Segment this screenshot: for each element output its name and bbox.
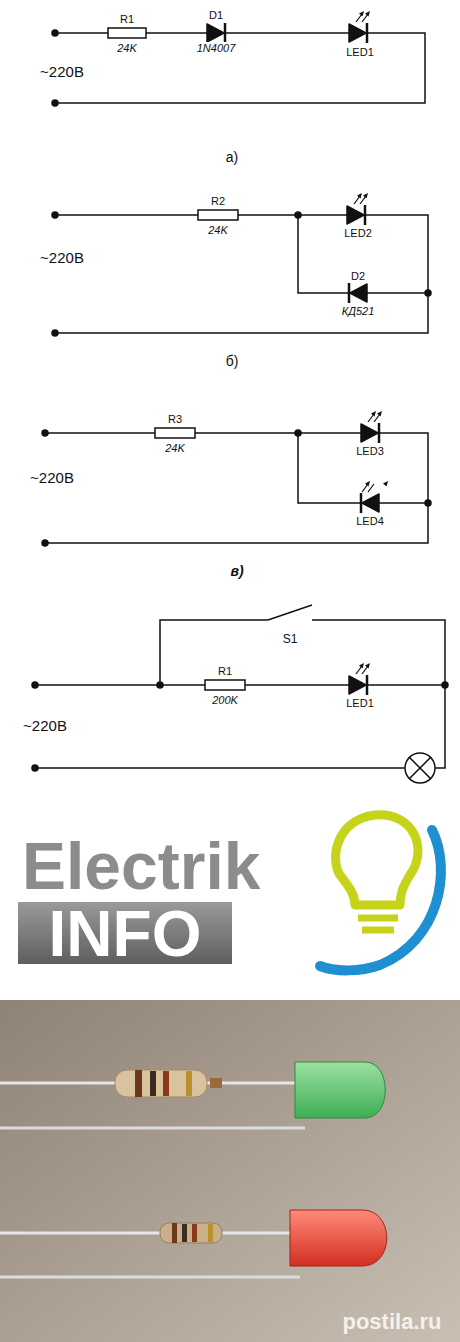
figure-letter: а) bbox=[225, 150, 239, 165]
part-ref: R3 bbox=[167, 413, 183, 425]
part-ref: LED4 bbox=[355, 515, 385, 527]
part-value: КД521 bbox=[341, 305, 376, 317]
part-value: 24K bbox=[116, 42, 138, 54]
part-ref: LED1 bbox=[345, 697, 375, 709]
part-ref: D1 bbox=[208, 9, 224, 21]
voltage-label: ~220В bbox=[29, 470, 75, 487]
part-ref: R2 bbox=[210, 195, 226, 207]
part-ref: R1 bbox=[119, 13, 135, 25]
circuit-d bbox=[32, 605, 448, 783]
led-symbol bbox=[347, 193, 368, 225]
logo-text: INFO bbox=[49, 899, 202, 969]
part-value: 200K bbox=[211, 694, 239, 706]
part-value: 24K bbox=[207, 224, 229, 236]
part-value: 24K bbox=[164, 442, 186, 454]
diode-symbol bbox=[349, 283, 367, 303]
voltage-label: ~220В bbox=[39, 64, 85, 81]
part-value: 1N4007 bbox=[196, 42, 237, 54]
part-ref: S1 bbox=[282, 633, 299, 646]
led-symbol bbox=[349, 663, 370, 695]
circuit-c bbox=[42, 428, 431, 546]
diode-symbol bbox=[207, 23, 225, 43]
logo-text: Electrik bbox=[22, 830, 260, 903]
figure-letter: б) bbox=[225, 354, 240, 369]
figure-letter: в) bbox=[229, 564, 244, 579]
logo-bulb bbox=[320, 815, 441, 971]
circuit-a bbox=[52, 28, 425, 106]
voltage-label: ~220В bbox=[39, 250, 85, 267]
led-symbol bbox=[349, 11, 370, 43]
part-ref: LED1 bbox=[345, 46, 375, 58]
voltage-label: ~220В bbox=[22, 718, 68, 735]
circuit-b bbox=[52, 210, 431, 336]
led-symbol bbox=[361, 481, 388, 513]
led-symbol bbox=[361, 411, 382, 443]
part-ref: LED3 bbox=[355, 445, 385, 457]
led-photo bbox=[0, 1000, 460, 1342]
part-ref: R1 bbox=[217, 665, 233, 677]
part-ref: D2 bbox=[350, 270, 366, 282]
watermark: postila.ru bbox=[342, 1310, 441, 1334]
part-ref: LED2 bbox=[343, 227, 373, 239]
